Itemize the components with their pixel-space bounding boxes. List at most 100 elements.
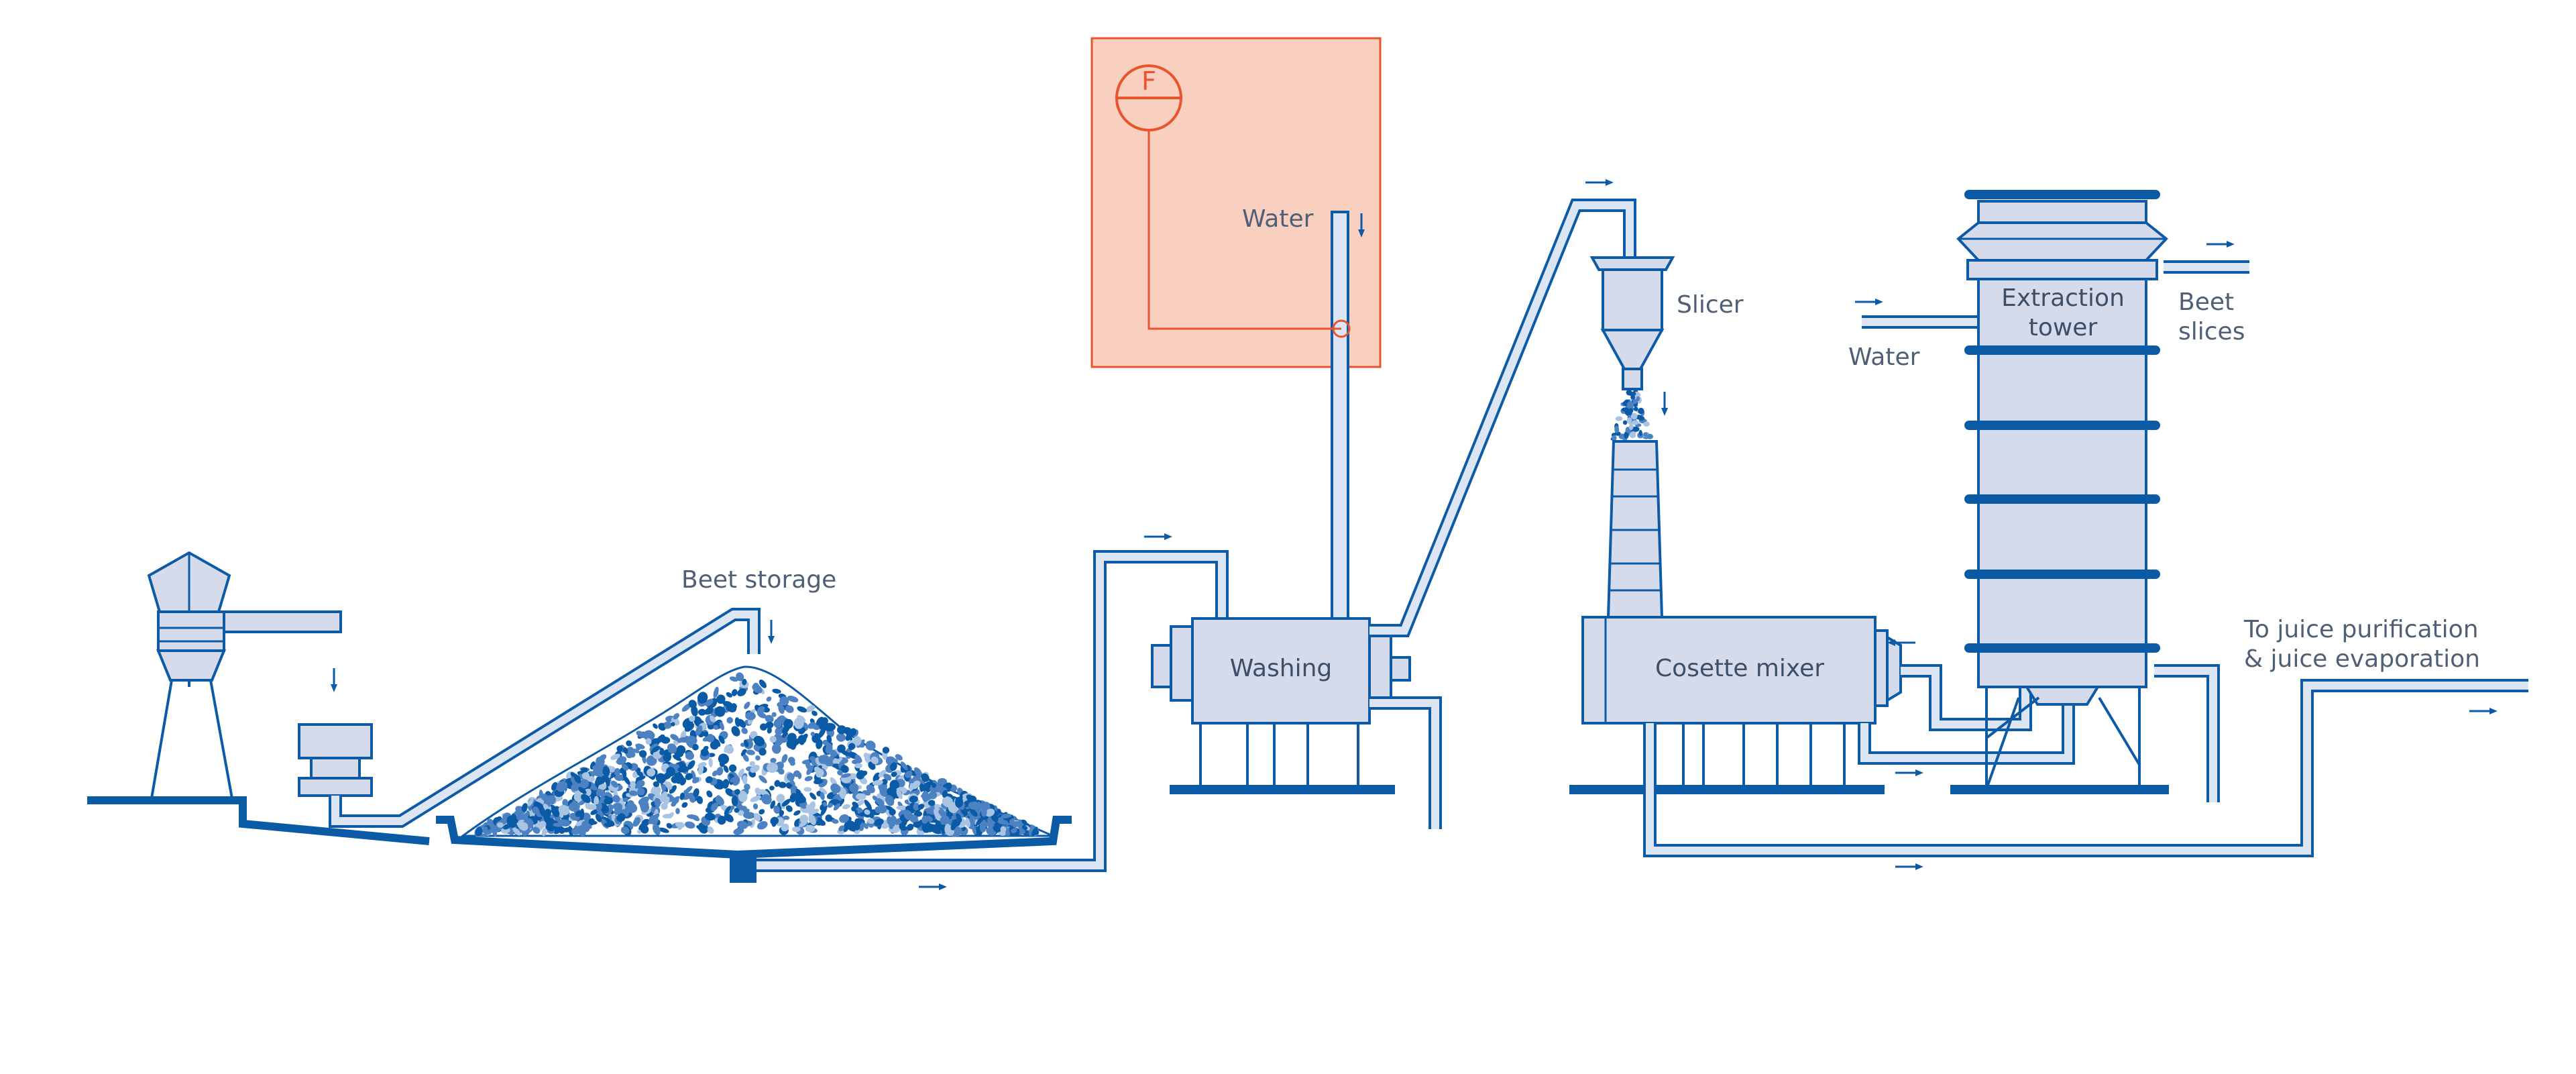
arrow-right-icon bbox=[2469, 708, 2498, 714]
beet-granule bbox=[744, 702, 750, 709]
beet-granule bbox=[602, 765, 610, 777]
beet-storage-pile bbox=[459, 665, 1054, 837]
beet-granule bbox=[943, 784, 951, 792]
beet-granule bbox=[661, 784, 667, 792]
beet-granule bbox=[840, 765, 849, 773]
beet-granule bbox=[533, 826, 541, 834]
beet-granule bbox=[731, 689, 738, 696]
beet-granule bbox=[575, 819, 585, 826]
cossette-granule bbox=[1638, 416, 1645, 421]
beet-granule bbox=[642, 730, 655, 741]
beet-granule bbox=[731, 726, 740, 737]
beet-granule bbox=[799, 820, 808, 828]
beet-granule bbox=[544, 808, 551, 818]
beet-granule bbox=[714, 739, 721, 747]
beet-granule bbox=[622, 797, 628, 802]
beet-granule bbox=[837, 769, 843, 776]
beet-granule bbox=[706, 790, 713, 798]
beet-granule bbox=[889, 824, 893, 829]
beet-granule bbox=[874, 818, 884, 826]
beet-granule bbox=[836, 733, 846, 742]
beet-granule bbox=[610, 753, 621, 760]
beet-granule bbox=[604, 822, 612, 828]
beet-granule bbox=[907, 823, 914, 831]
cossette-granule bbox=[1612, 435, 1617, 441]
beet-granule bbox=[864, 809, 871, 815]
beet-granule bbox=[475, 826, 483, 837]
beet-granule bbox=[970, 809, 978, 817]
beet-granule bbox=[697, 692, 708, 704]
arrow-right-icon bbox=[1855, 299, 1883, 305]
beet-granule bbox=[590, 809, 598, 815]
beet-granule bbox=[635, 743, 645, 749]
beet-granule bbox=[527, 798, 534, 806]
beet-granule bbox=[573, 774, 581, 784]
beet-granule bbox=[878, 769, 887, 778]
beet-granule bbox=[662, 814, 672, 819]
beet-granule bbox=[895, 754, 903, 761]
beet-granule bbox=[785, 805, 793, 812]
beet-granule bbox=[742, 775, 748, 785]
beet-granule bbox=[854, 818, 862, 826]
beet-granule bbox=[921, 773, 930, 782]
beet-granule bbox=[765, 721, 774, 729]
beet-granule bbox=[944, 823, 951, 835]
extraction-tower bbox=[1950, 190, 2169, 794]
beet-granule bbox=[623, 747, 628, 754]
beet-granule bbox=[734, 789, 740, 795]
beet-granule bbox=[616, 813, 626, 822]
cossette-granule bbox=[1636, 396, 1640, 402]
cossette-granule bbox=[1631, 420, 1639, 425]
cossette-granule bbox=[1632, 398, 1638, 405]
beet-granule bbox=[673, 713, 680, 720]
beet-granule bbox=[719, 721, 724, 731]
slicer-label: Slicer bbox=[1677, 291, 1744, 319]
beet-granule bbox=[787, 733, 797, 742]
cossette-granule bbox=[1626, 389, 1632, 396]
beet-granule bbox=[940, 815, 950, 825]
beet-granule bbox=[652, 823, 661, 835]
beet-granule bbox=[816, 739, 823, 749]
beet-granule bbox=[765, 714, 774, 723]
flow-control-signal: F bbox=[1115, 64, 1351, 338]
beet-granule bbox=[770, 757, 777, 763]
beet-granule bbox=[793, 810, 801, 816]
beet-granule bbox=[556, 781, 568, 792]
beet-granule bbox=[808, 814, 816, 825]
cossette-granule bbox=[1632, 426, 1640, 432]
small-feeder bbox=[298, 723, 373, 797]
beet-granule bbox=[919, 783, 924, 792]
beet-granule bbox=[723, 765, 729, 773]
arrow-down-icon bbox=[1661, 392, 1668, 416]
beet-granule bbox=[708, 757, 713, 767]
beet-granule bbox=[669, 785, 677, 794]
beet-granule bbox=[814, 766, 824, 776]
beet-granule bbox=[651, 746, 660, 753]
beet-granule bbox=[675, 808, 680, 814]
beet-granule bbox=[637, 788, 645, 796]
beet-granule bbox=[541, 827, 548, 837]
beet-granule bbox=[664, 721, 672, 729]
beet-granule bbox=[614, 805, 623, 815]
washing-label: Washing bbox=[1230, 655, 1333, 682]
pipe-washing-to-slicer bbox=[1369, 199, 1636, 637]
beet-granule bbox=[966, 794, 975, 802]
beet-granule bbox=[929, 810, 934, 815]
beet-granule bbox=[638, 750, 647, 758]
beet-granule bbox=[940, 811, 948, 816]
beet-granule bbox=[937, 777, 947, 785]
beet-granule bbox=[810, 731, 816, 737]
beet-granule bbox=[950, 818, 958, 830]
beet-granule bbox=[746, 749, 755, 755]
juice-label-line2: & juice evaporation bbox=[2244, 645, 2480, 673]
beet-granule bbox=[968, 801, 981, 810]
beet-granule bbox=[750, 765, 760, 773]
beet-granule bbox=[766, 696, 772, 702]
beet-granules bbox=[474, 672, 1040, 837]
beet-granule bbox=[769, 735, 777, 743]
beet-granule bbox=[755, 755, 761, 761]
beet-granule bbox=[787, 695, 799, 703]
beet-granule bbox=[879, 786, 890, 798]
beet-granule bbox=[931, 828, 941, 835]
